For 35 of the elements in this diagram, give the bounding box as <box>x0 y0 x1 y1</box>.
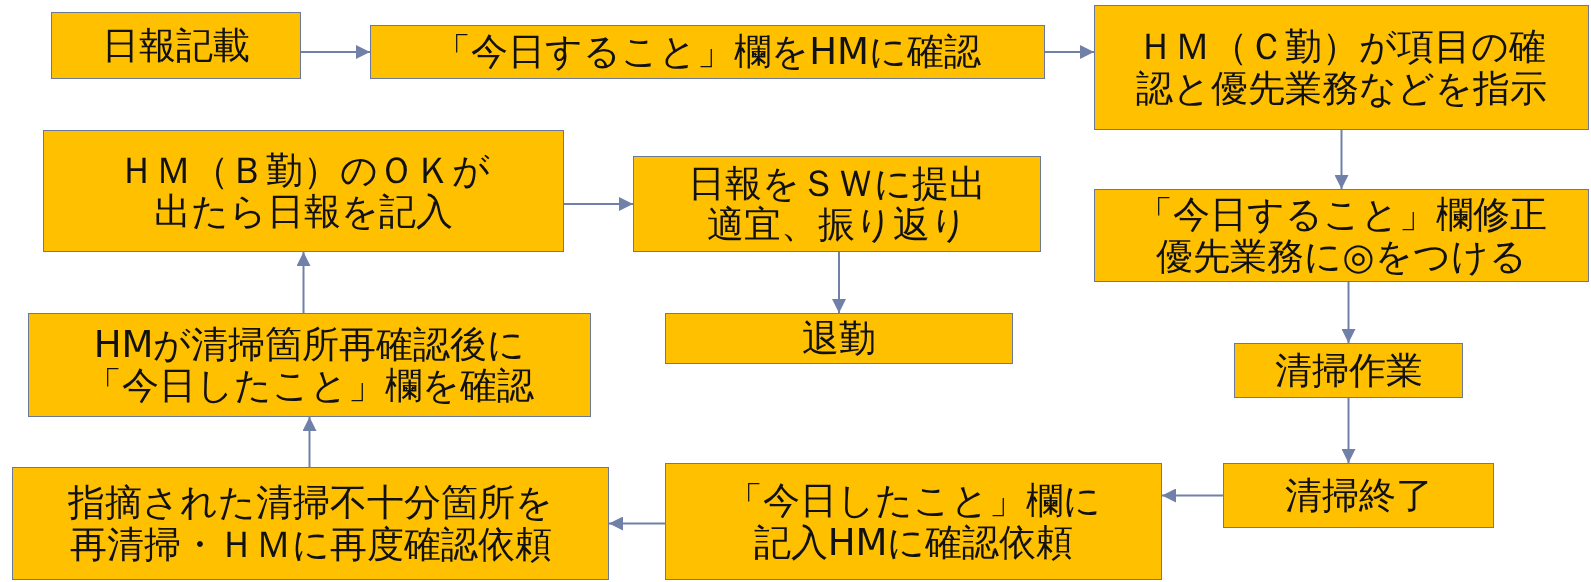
process-box <box>43 130 564 252</box>
arrow <box>296 251 311 314</box>
step-text: 「今日すること」欄修正優先業務に◎をつける <box>1136 194 1547 277</box>
step-text: 日報記載 <box>102 24 250 67</box>
step-text: 指摘された清掃不十分箇所を再清掃・ＨＭに再度確認依頼 <box>68 482 553 565</box>
arrow <box>300 45 371 59</box>
step-text: ＨＭ（Ｃ勤）が項目の確認と優先業務などを指示 <box>1136 26 1547 109</box>
process-box <box>1234 343 1463 398</box>
process-box <box>12 467 609 580</box>
arrow <box>1044 45 1095 59</box>
step-text: 日報をＳＷに提出適宜、振り返り <box>688 162 986 246</box>
process-box <box>665 313 1013 364</box>
arrow <box>1161 488 1224 503</box>
step-text: 「今日すること」欄をHMに確認 <box>434 31 981 73</box>
arrow <box>832 251 846 314</box>
process-box <box>1094 189 1589 282</box>
process-box <box>1094 5 1589 130</box>
arrow <box>1334 129 1349 190</box>
step-text: 清掃作業 <box>1274 349 1423 392</box>
step-text: HMが清掃箇所再確認後に「今日したこと」欄を確認 <box>85 323 534 407</box>
process-box <box>370 25 1045 79</box>
step-text: 退勤 <box>802 317 876 360</box>
process-box <box>1223 463 1494 528</box>
step-text: 「今日したこと」欄に記入HMに確認依頼 <box>726 480 1101 563</box>
step-text: ＨＭ（Ｂ勤）のＯＫが出たら日報を記入 <box>117 149 490 233</box>
process-box <box>633 156 1041 252</box>
process-box <box>665 463 1162 580</box>
step-text: 清掃終了 <box>1284 474 1433 517</box>
arrow <box>608 516 666 531</box>
process-box <box>28 313 591 417</box>
arrow <box>563 197 634 211</box>
process-box <box>51 12 301 79</box>
arrow <box>1341 281 1356 344</box>
arrow <box>302 416 317 468</box>
arrow <box>1341 397 1356 464</box>
